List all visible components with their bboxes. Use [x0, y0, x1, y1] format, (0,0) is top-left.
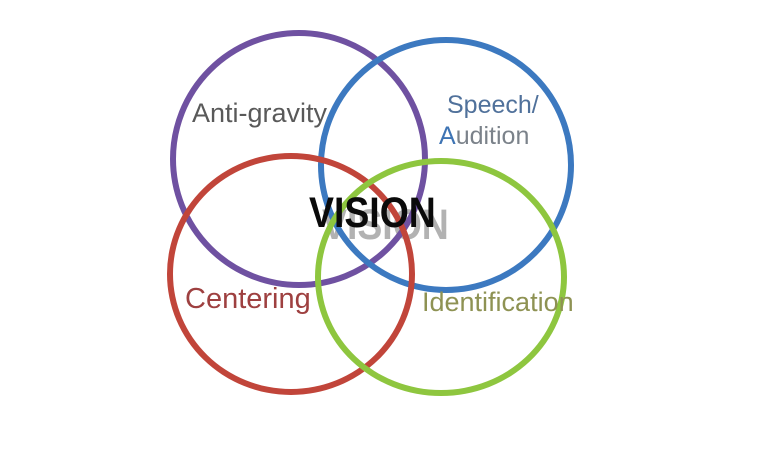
label-audition-rest: udition — [455, 122, 530, 150]
circle-identification — [315, 158, 567, 396]
label-centering: Centering — [185, 283, 311, 315]
label-audition-initial: A — [439, 122, 456, 150]
label-anti-gravity: Anti-gravity — [192, 98, 328, 128]
label-audition: Audition — [439, 122, 530, 151]
label-identification: Identification — [422, 287, 574, 317]
vision-label: VISION — [309, 189, 436, 237]
label-speech: Speech/ — [447, 91, 539, 119]
